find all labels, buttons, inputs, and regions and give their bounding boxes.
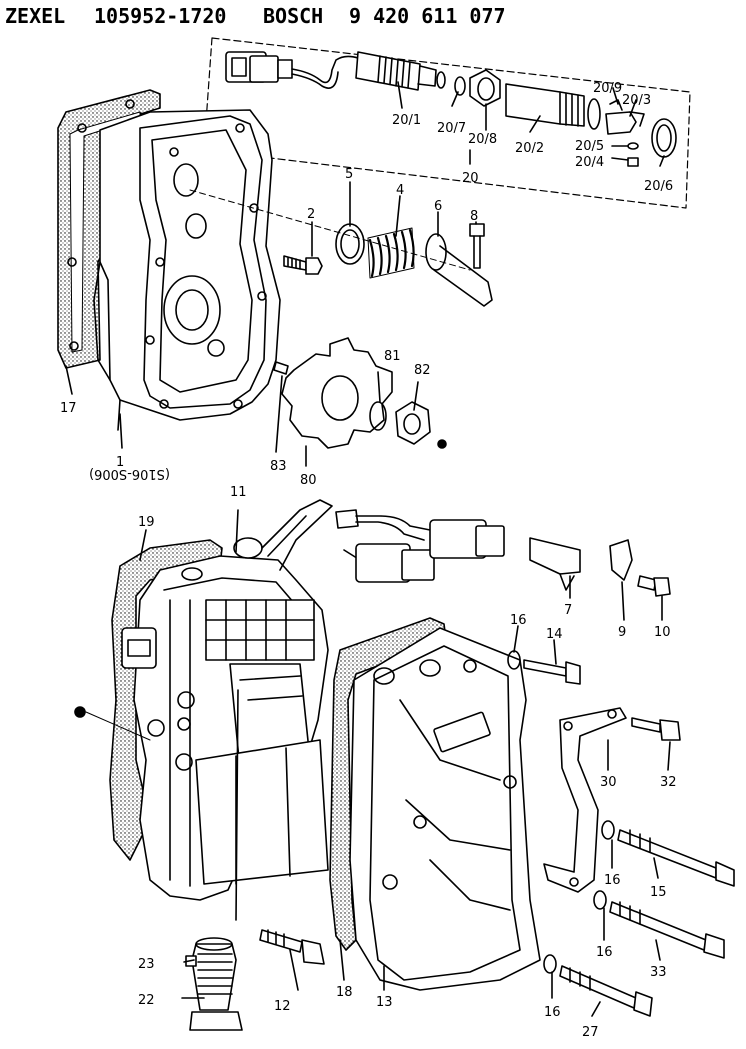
callout-5: 5 xyxy=(345,167,353,182)
callout-18: 18 xyxy=(336,985,353,1000)
bolt-12 xyxy=(259,929,325,965)
callout-80: 80 xyxy=(300,473,317,488)
callout-14: 14 xyxy=(546,627,563,642)
sensor-body-20-1 xyxy=(355,51,446,91)
callout-32: 32 xyxy=(660,775,677,790)
retainer-ring-5 xyxy=(335,223,365,265)
callout-82: 82 xyxy=(414,363,431,378)
callout-20-4: 20/4 xyxy=(575,155,604,170)
callout-10: 10 xyxy=(654,625,671,640)
nut-20-8 xyxy=(469,69,501,107)
spring-seat-6 xyxy=(425,233,493,307)
washer-20-7 xyxy=(454,76,466,96)
bolt-33 xyxy=(593,890,725,959)
callout-23: 23 xyxy=(138,957,155,972)
governor-housing-1 xyxy=(93,109,281,431)
header-maker-number: 9 420 611 077 xyxy=(349,4,506,28)
screw-8 xyxy=(469,223,485,269)
bolt-32 xyxy=(631,717,681,741)
callout-20-9: 20/9 xyxy=(593,81,622,96)
banjo-fitting-22 xyxy=(185,937,243,1031)
gasket-19 xyxy=(109,539,223,861)
callout-83: 83 xyxy=(270,459,287,474)
clip-9 xyxy=(609,539,633,581)
callout-20-7: 20/7 xyxy=(437,121,466,136)
assembly-20-dashed-box xyxy=(203,37,691,209)
callout-22: 22 xyxy=(138,993,155,1008)
callout-20-5: 20/5 xyxy=(575,139,604,154)
bolt-15 xyxy=(601,820,735,887)
callout-16-a: 16 xyxy=(510,613,527,628)
callout-7: 7 xyxy=(564,603,572,618)
actuator-housing xyxy=(121,555,329,901)
cover-13 xyxy=(349,627,541,991)
callout-30: 30 xyxy=(600,775,617,790)
wiring-harness xyxy=(335,509,505,583)
nut-82 xyxy=(395,401,431,445)
callout-20-8: 20/8 xyxy=(468,132,497,147)
key-83 xyxy=(273,361,289,375)
callout-20-3: 20/3 xyxy=(622,93,651,108)
marker-dot-bottom xyxy=(74,706,86,718)
washer-81 xyxy=(369,401,387,431)
bolt-27 xyxy=(543,954,653,1017)
cam-disk-80 xyxy=(281,337,393,449)
bracket-30 xyxy=(543,707,627,893)
header-brand: ZEXEL xyxy=(5,4,66,28)
callout-17: 17 xyxy=(60,401,77,416)
callout-13: 13 xyxy=(376,995,393,1010)
sensor-housing-20-2 xyxy=(505,83,601,130)
callout-20-2: 20/2 xyxy=(515,141,544,156)
callout-20-6: 20/6 xyxy=(644,179,673,194)
bracket-7 xyxy=(529,537,581,591)
callout-16-d: 16 xyxy=(544,1005,561,1020)
callout-33: 33 xyxy=(650,965,667,980)
callout-2: 2 xyxy=(307,207,315,222)
washer-20-5 xyxy=(627,142,639,150)
callout-20-1: 20/1 xyxy=(392,113,421,128)
callout-9: 9 xyxy=(618,625,626,640)
callout-20: 20 xyxy=(462,171,479,186)
callout-16-c: 16 xyxy=(596,945,613,960)
callout-19: 19 xyxy=(138,515,155,530)
callout-1: 1 xyxy=(116,455,124,470)
header-part-number: 105952-1720 xyxy=(94,4,227,28)
seal-ring-20-6 xyxy=(651,118,677,158)
screw-20-4 xyxy=(627,157,639,167)
callout-27: 27 xyxy=(582,1025,599,1040)
spring-4 xyxy=(367,227,415,279)
clip-20-3 xyxy=(605,99,645,135)
callout-16-b: 16 xyxy=(604,873,621,888)
callout-12: 12 xyxy=(274,999,291,1014)
gasket-18 xyxy=(329,617,447,951)
sensor-connector-plug xyxy=(225,51,359,89)
callout-6: 6 xyxy=(434,199,442,214)
marker-dot-top xyxy=(437,439,447,449)
callout-81: 81 xyxy=(384,349,401,364)
hose-11 xyxy=(233,499,333,571)
screw-10 xyxy=(637,575,671,597)
screw-2 xyxy=(283,255,323,275)
callout-8: 8 xyxy=(470,209,478,224)
header-maker: BOSCH xyxy=(263,4,324,28)
callout-4: 4 xyxy=(396,183,404,198)
callout-83-note: (S106-S006) xyxy=(89,466,170,481)
callout-15: 15 xyxy=(650,885,667,900)
callout-11: 11 xyxy=(230,485,247,500)
